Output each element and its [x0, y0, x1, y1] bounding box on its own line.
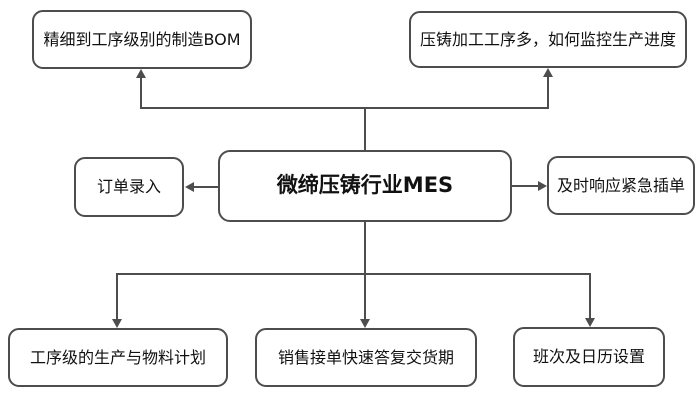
- connector-stem-down: [364, 222, 366, 320]
- connector-top-horizontal: [140, 107, 549, 109]
- connector-to-bottom-right: [589, 273, 591, 319]
- connector-to-bottom-left: [116, 273, 118, 320]
- node-production-material-plan: 工序级的生产与物料计划: [8, 328, 228, 387]
- node-urgent-order-response: 及时响应紧急插单: [547, 156, 695, 215]
- node-manufacturing-bom: 精细到工序级别的制造BOM: [32, 10, 252, 69]
- connector-to-top-left: [140, 77, 142, 109]
- connector-stem-up: [364, 107, 366, 152]
- arrowhead-right-icon: [538, 181, 547, 191]
- arrowhead-down-bottom-right-icon: [585, 318, 595, 327]
- node-order-entry: 订单录入: [74, 157, 184, 217]
- arrowhead-left-icon: [185, 182, 194, 192]
- connector-to-mid-right: [512, 185, 539, 187]
- arrowhead-up-top-right-icon: [543, 68, 553, 77]
- node-shift-calendar-settings: 班次及日历设置: [513, 327, 665, 387]
- connector-to-mid-left: [192, 186, 218, 188]
- connector-bottom-horizontal: [116, 273, 591, 275]
- node-center-mes-title: 微缔压铸行业MES: [218, 150, 512, 222]
- connector-to-top-right: [547, 76, 549, 109]
- node-delivery-date-reply: 销售接单快速答复交货期: [255, 328, 477, 387]
- arrowhead-down-bottom-left-icon: [112, 319, 122, 328]
- arrowhead-down-bottom-center-icon: [360, 319, 370, 328]
- arrowhead-up-top-left-icon: [136, 69, 146, 78]
- node-monitor-production-progress: 压铸加工工序多，如何监控生产进度: [409, 11, 687, 68]
